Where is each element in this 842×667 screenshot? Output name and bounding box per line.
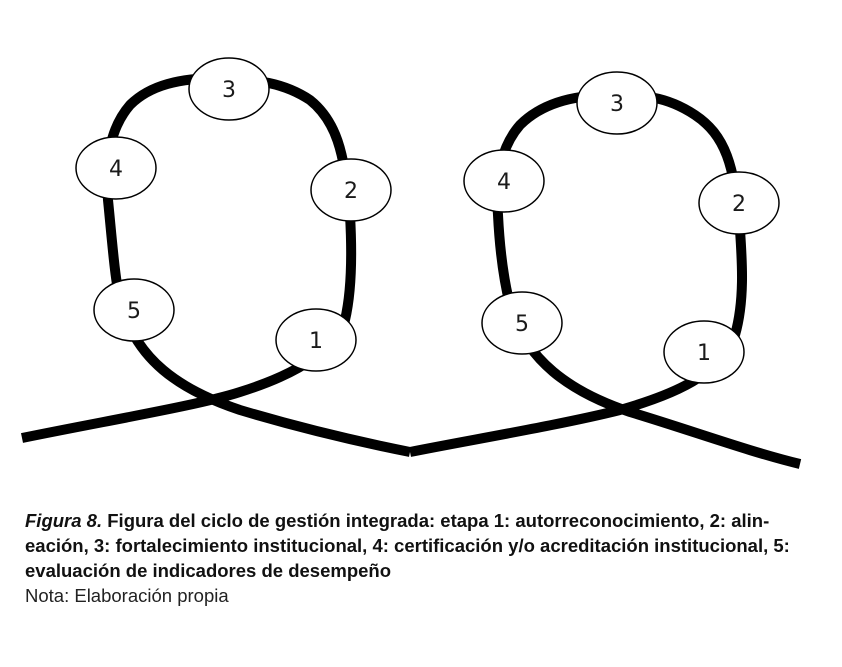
- loop-2-stages: 1 2 3 4 5: [463, 71, 780, 384]
- cycle-path: [20, 73, 802, 469]
- stage-3-label: 3: [222, 78, 236, 103]
- stage-3-label: 3: [610, 92, 624, 117]
- loop-1-stage-5-node: 5: [93, 278, 175, 342]
- stage-1-label: 1: [697, 341, 711, 366]
- stage-2-label: 2: [732, 192, 746, 217]
- stage-2-label: 2: [344, 179, 358, 204]
- loop-2-stage-1-node: 1: [663, 320, 745, 384]
- stage-5-label: 5: [515, 312, 529, 337]
- loop-2-stage-2-node: 2: [698, 171, 780, 235]
- figure-caption-text: Figura del ciclo de gestión integrada: e…: [25, 510, 790, 581]
- loop-1-stage-1-node: 1: [275, 308, 357, 372]
- loop-1-stage-3-node: 3: [188, 57, 270, 121]
- loop-2-stage-4-node: 4: [463, 149, 545, 213]
- loop-2-path: [409, 90, 802, 469]
- stage-4-label: 4: [109, 157, 123, 182]
- figure-label: Figura 8.: [25, 510, 103, 531]
- figure-caption: Figura 8. Figura del ciclo de gestión in…: [25, 508, 825, 583]
- loop-1-stage-2-node: 2: [310, 158, 392, 222]
- source-note: Nota: Elaboración propia: [25, 585, 229, 606]
- loop-2-stage-5-node: 5: [481, 291, 563, 355]
- stage-4-label: 4: [497, 170, 511, 195]
- loop-1-stages: 1 2 3 4 5: [75, 57, 392, 372]
- loop-1-stage-4-node: 4: [75, 136, 157, 200]
- loop-2-stage-3-node: 3: [576, 71, 658, 135]
- loop-1-path: [20, 73, 411, 457]
- stage-5-label: 5: [127, 299, 141, 324]
- integrated-management-cycle-diagram: 1 2 3 4 5 1 2 3: [20, 57, 802, 469]
- stage-1-label: 1: [309, 329, 323, 354]
